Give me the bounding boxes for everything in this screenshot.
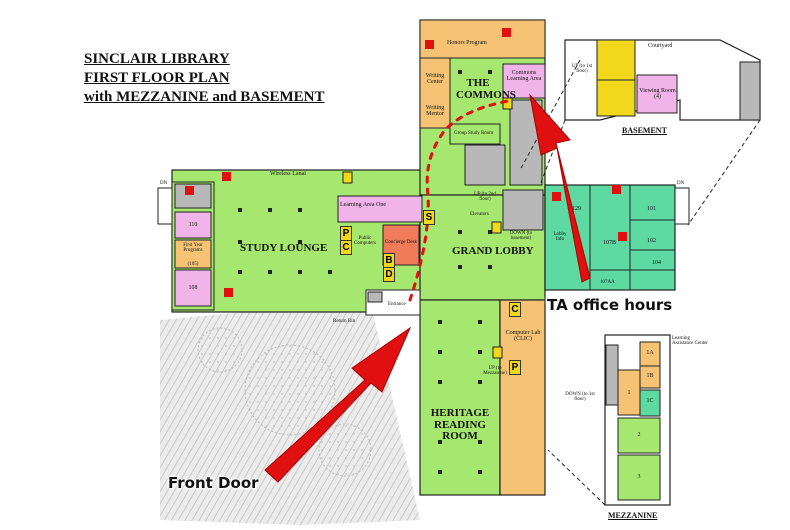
label-wireless-lanai: Wireless Lanai bbox=[270, 171, 306, 177]
room-108-area bbox=[174, 269, 212, 307]
outdoor-tree bbox=[244, 344, 336, 436]
marker-d: D bbox=[383, 267, 395, 282]
label-up-mezzanine: UP (to Mezzanine) bbox=[483, 366, 507, 377]
label-room-102: 102 bbox=[647, 238, 656, 244]
label-commons-learning-area: Commons Learning Area bbox=[506, 70, 542, 83]
columns bbox=[238, 70, 492, 474]
room-110-area bbox=[174, 211, 212, 239]
mezzanine-room-3 bbox=[617, 454, 661, 501]
marker-p: P bbox=[340, 226, 352, 241]
marker-s: S bbox=[423, 210, 435, 225]
label-down-basement: DOWN (to basement) bbox=[509, 231, 533, 242]
label-room-110: 110 bbox=[188, 222, 198, 228]
heritage-reading-room-floor bbox=[419, 299, 501, 496]
label-viewing-room: Viewing Room (4) bbox=[639, 88, 676, 101]
mezzanine-stair bbox=[605, 344, 619, 406]
basement-room-low bbox=[596, 79, 636, 117]
elevator-block bbox=[502, 189, 544, 231]
label-learning-assistance-center: Learning Assistance Center bbox=[672, 336, 708, 347]
label-computer-lab: Computer Lab (CLIC) bbox=[505, 330, 541, 343]
callout-ta-office-hours: TA office hours bbox=[547, 296, 673, 314]
viewing-room-box bbox=[636, 74, 678, 114]
basement-connector bbox=[539, 119, 566, 186]
title-line-2: FIRST FLOOR PLAN bbox=[84, 70, 230, 86]
honors-program-area bbox=[419, 19, 546, 59]
label-room-1c: 1C bbox=[646, 398, 654, 404]
label-learning-area-one: Learning Area One bbox=[340, 202, 386, 208]
outdoor-tree bbox=[197, 327, 243, 373]
label-room-101: 101 bbox=[647, 206, 656, 212]
east-exterior-stair bbox=[674, 187, 690, 225]
marker-c-lab: C bbox=[509, 302, 521, 317]
learning-area-one-box bbox=[337, 195, 423, 223]
label-concierge-desk: Concierge Desk bbox=[385, 240, 417, 245]
label-grand-lobby: GRAND LOBBY bbox=[452, 245, 534, 257]
basement-room-up bbox=[596, 39, 636, 81]
label-courtyard: Courtyard bbox=[648, 43, 673, 49]
mezzanine-room-1c bbox=[639, 389, 661, 417]
label-room-1a: 1A bbox=[646, 350, 654, 356]
label-basement: BASEMENT bbox=[622, 126, 667, 135]
label-entrance: Entrance bbox=[388, 302, 406, 307]
restroom-markers bbox=[342, 97, 513, 359]
outdoor-tree bbox=[318, 423, 372, 477]
label-public-computers: Public Computers bbox=[354, 236, 376, 247]
label-elevators: Elevators bbox=[470, 212, 489, 217]
label-basement-up: UP (to 1st floor) bbox=[571, 64, 593, 75]
label-room-105: (105) bbox=[187, 262, 199, 267]
label-heritage-reading-room: HERITAGE READING ROOM bbox=[430, 407, 490, 443]
marker-p-lab: P bbox=[509, 360, 521, 375]
label-room-1b: 1B bbox=[646, 373, 654, 379]
basement-connector bbox=[687, 119, 761, 226]
label-up-2nd-floor: UP (to 2nd floor) bbox=[474, 192, 496, 203]
label-lobby-info: Lobby Info bbox=[553, 232, 567, 243]
label-writing-center: Writing Center bbox=[425, 73, 445, 86]
route-path-dotted bbox=[408, 98, 514, 302]
marker-b: B bbox=[383, 253, 395, 268]
label-room-107aa: 107AA bbox=[600, 280, 615, 285]
label-mezzanine-down: DOWN (to 1st floor) bbox=[565, 392, 595, 403]
return-bin-box bbox=[367, 291, 383, 303]
mezzanine-room-1b bbox=[639, 365, 661, 389]
commons-learning-area-box bbox=[502, 63, 546, 99]
label-mezzanine: MEZZANINE bbox=[608, 511, 658, 520]
label-room-3: 3 bbox=[637, 474, 641, 480]
label-room-129: 129 bbox=[572, 206, 581, 212]
label-room-1: 1 bbox=[627, 390, 631, 396]
label-first-year-programs: First Year Programs bbox=[183, 243, 203, 254]
label-room-2: 2 bbox=[637, 432, 641, 438]
callout-front-door: Front Door bbox=[168, 474, 259, 492]
front-door-arrow bbox=[264, 326, 412, 483]
title-line-1: SINCLAIR LIBRARY bbox=[84, 51, 230, 67]
computer-lab-area bbox=[499, 299, 546, 496]
left-exterior-stair bbox=[157, 187, 173, 225]
mezzanine-connector bbox=[547, 449, 606, 506]
writing-center-area bbox=[419, 57, 451, 129]
label-dn-left: DN bbox=[160, 181, 168, 186]
ta-office-arrow bbox=[529, 93, 591, 283]
basement-stair bbox=[739, 61, 761, 121]
label-room-104: 104 bbox=[652, 260, 661, 266]
label-writing-mentor: Writing Mentor bbox=[425, 105, 445, 118]
group-study-room-area bbox=[449, 123, 501, 145]
label-room-107b: 107B bbox=[603, 240, 617, 246]
label-honors-program: Honors Program bbox=[447, 40, 487, 46]
marker-c: C bbox=[340, 240, 352, 255]
label-room-108: 108 bbox=[188, 285, 198, 291]
title-line-3: with MEZZANINE and BASEMENT bbox=[84, 89, 325, 105]
label-dn-right: DN bbox=[677, 181, 685, 186]
label-the-commons: THE COMMONS bbox=[456, 77, 516, 101]
first-year-programs-area bbox=[174, 239, 212, 269]
mezzanine-room-2 bbox=[617, 417, 661, 454]
north-gray-block bbox=[464, 144, 506, 186]
label-return-bin: Return Bin bbox=[333, 319, 356, 324]
label-study-lounge: STUDY LOUNGE bbox=[240, 242, 328, 254]
label-group-study-room: Group Study Room bbox=[454, 131, 494, 136]
map-title: SINCLAIR LIBRARY FIRST FLOOR PLAN with M… bbox=[84, 50, 384, 107]
